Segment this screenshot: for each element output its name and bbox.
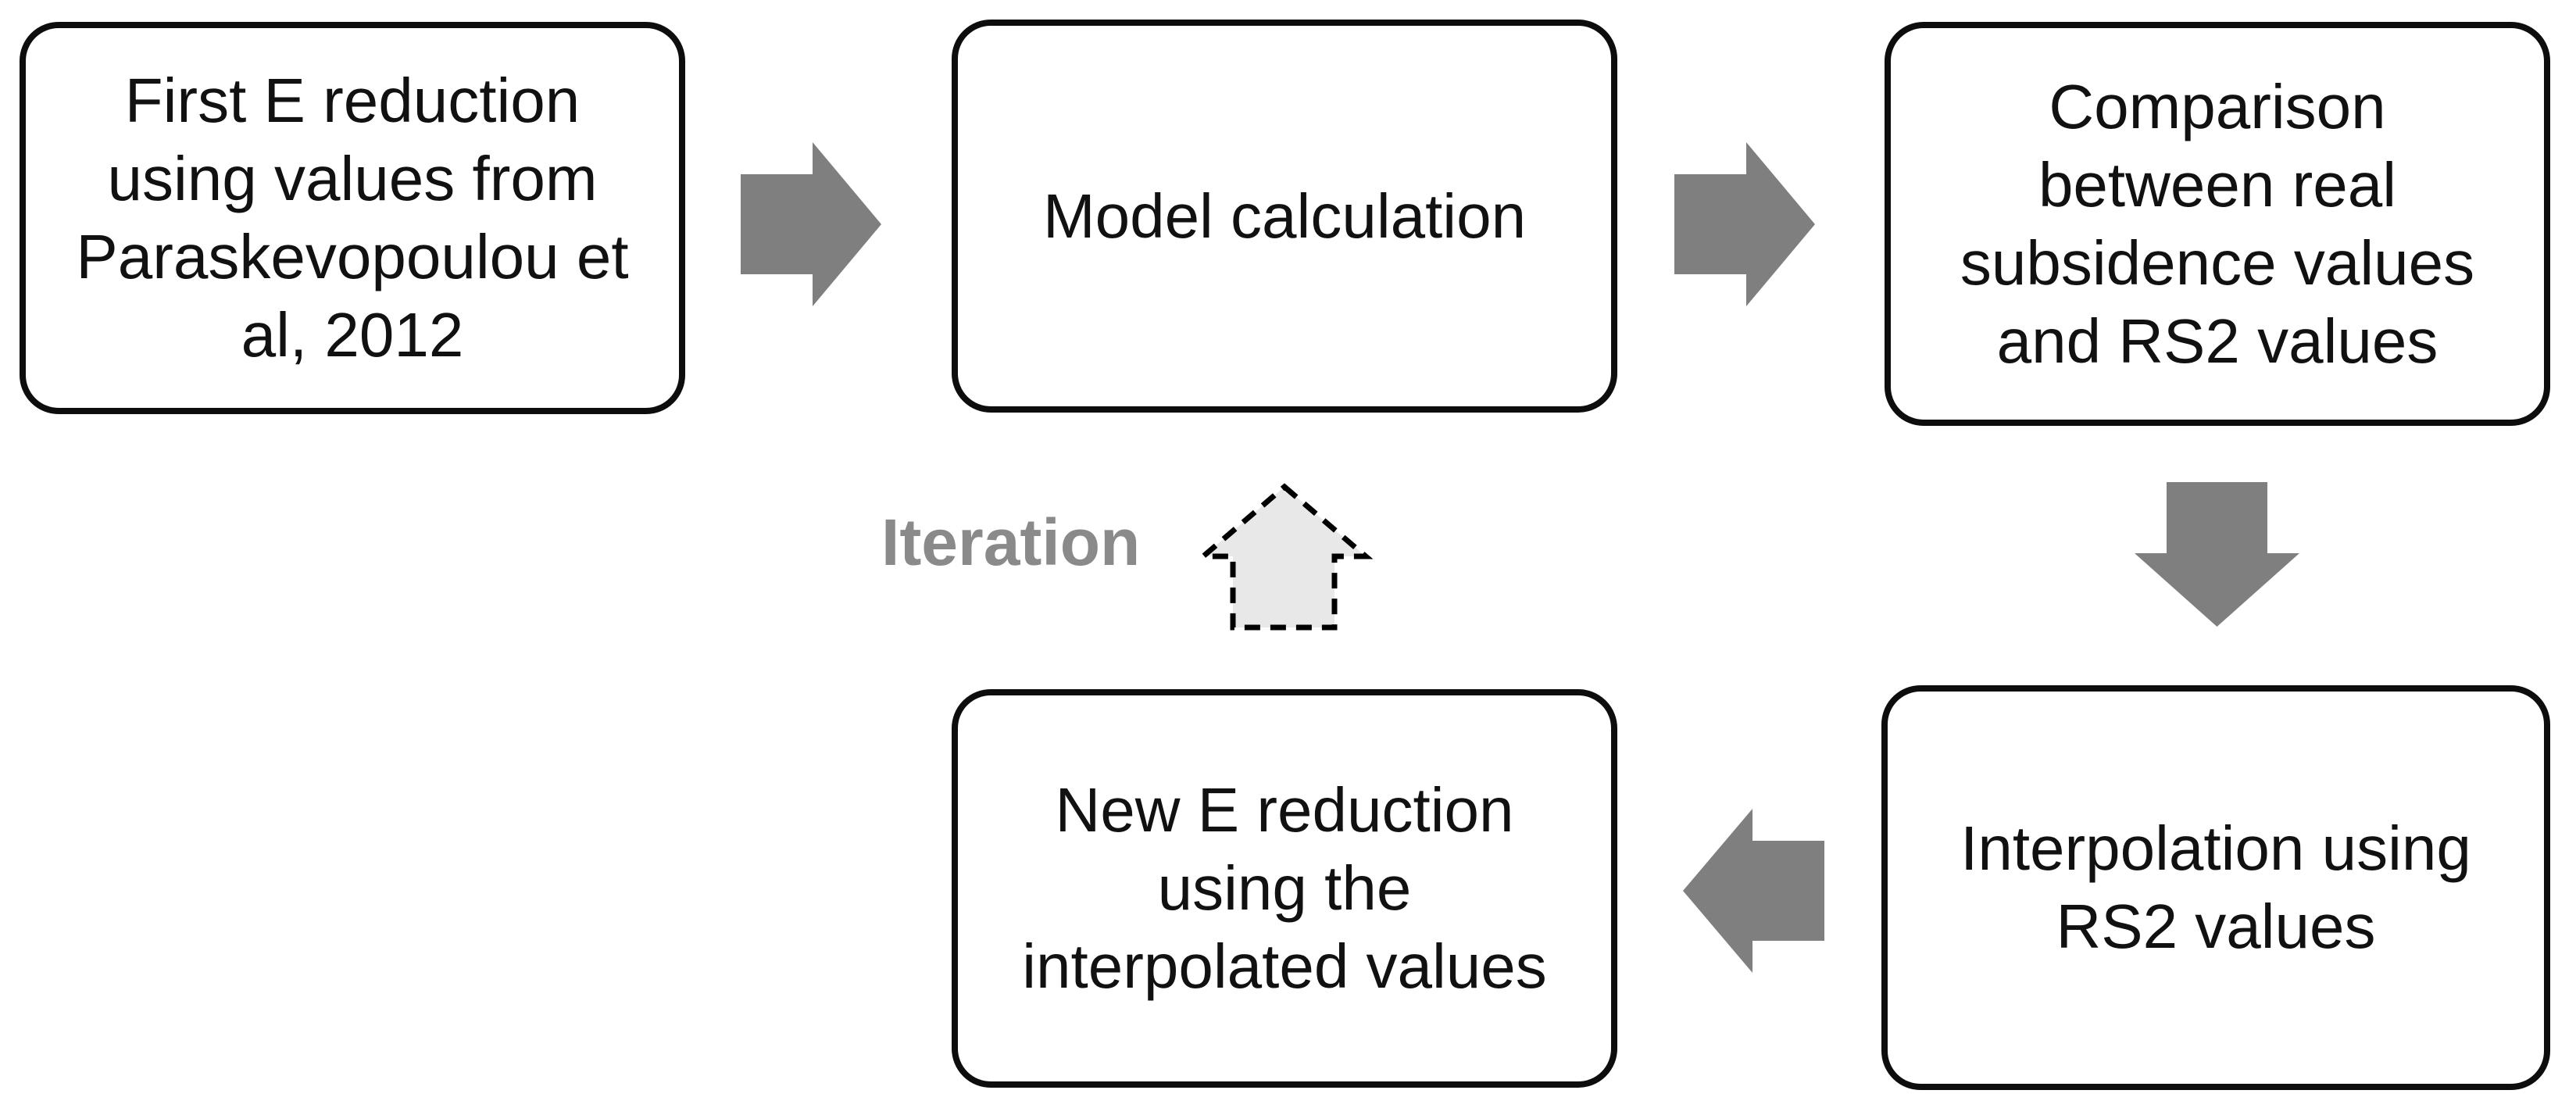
arrow-down-comparison-to-interpolation-icon — [2135, 482, 2299, 627]
node-new-e-reduction: New E reduction using the interpolated v… — [952, 689, 1617, 1088]
node-model-calculation-label: Model calculation — [1042, 180, 1527, 251]
node-comparison-label: Comparison between real subsidence value… — [1960, 71, 2475, 376]
node-new-e-reduction-label: New E reduction using the interpolated v… — [1022, 775, 1547, 1001]
node-model-calculation: Model calculation — [952, 20, 1617, 413]
arrow-up-iteration-dashed-icon — [1195, 483, 1374, 631]
arrow-right-model-to-comparison-icon — [1674, 142, 1815, 306]
arrow-shape — [1195, 483, 1374, 631]
arrow-right-first-to-model-icon — [741, 142, 881, 306]
node-comparison: Comparison between real subsidence value… — [1885, 22, 2550, 426]
iteration-label: Iteration — [881, 506, 1141, 579]
arrow-shape — [741, 142, 881, 306]
node-interpolation-label: Interpolation using RS2 values — [1960, 813, 2471, 961]
arrow-left-interpolation-to-newe-icon — [1683, 809, 1824, 973]
node-interpolation: Interpolation using RS2 values — [1881, 685, 2550, 1090]
arrow-shape — [2135, 482, 2299, 627]
node-first-e-reduction-label: First E reduction using values from Para… — [76, 66, 629, 370]
node-first-e-reduction: First E reduction using values from Para… — [20, 22, 685, 414]
arrow-shape — [1674, 142, 1815, 306]
arrow-shape — [1683, 809, 1824, 973]
